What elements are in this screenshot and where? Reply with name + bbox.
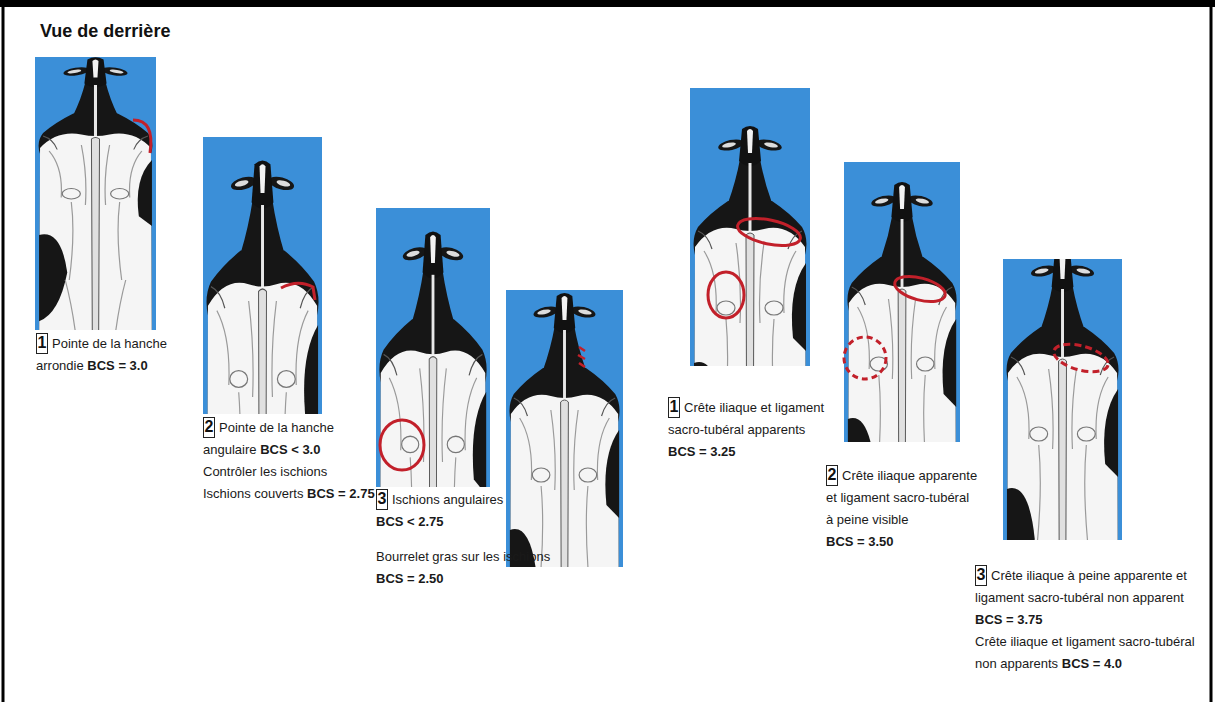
caption-line: Ischions couverts BCS = 2.75 — [203, 483, 378, 505]
step-number-box: 3 — [975, 565, 987, 586]
red-markings — [133, 120, 1111, 470]
caption-line: Contrôler les ischions — [203, 461, 378, 483]
step-number-box: 3 — [376, 489, 388, 510]
frame-side — [3, 0, 1211, 702]
caption-text: Ischions angulaires — [392, 492, 503, 507]
cow-rear-view — [847, 182, 956, 442]
hip-marking — [133, 120, 151, 153]
step-number-box: 2 — [203, 417, 215, 438]
caption-block: 3Crête iliaque à peine apparente et liga… — [975, 565, 1210, 675]
caption-text: Bourrelet gras sur les ischions — [376, 549, 550, 564]
caption-text: Crête iliaque et ligament sacro-tubéral … — [668, 400, 824, 437]
pin-marking — [380, 420, 424, 470]
cow-panel — [203, 137, 322, 414]
bcs-value: BCS = 3.50 — [826, 534, 894, 549]
caption-text: Crête iliaque apparente et ligament sacr… — [826, 468, 977, 527]
cow-panel — [35, 57, 156, 330]
caption-line: Crête iliaque apparente et ligament sacr… — [826, 465, 979, 553]
caption-line: Bourrelet gras sur les ischions — [376, 546, 561, 568]
bcs-value: BCS < 3.0 — [260, 442, 320, 457]
caption-line: Pointe de la hanche arrondie BCS = 3.0 — [36, 333, 181, 377]
caption-text: Ischions couverts — [203, 486, 303, 501]
bcs-value: BCS = 3.75 — [975, 612, 1043, 627]
cow-panel — [376, 208, 490, 487]
cow-rear-view — [1007, 259, 1119, 540]
bcs-value: BCS = 3.0 — [87, 358, 147, 373]
caption-block: 2Pointe de la hanche angulaire BCS < 3.0… — [203, 417, 378, 505]
step-number: 2 — [828, 466, 837, 483]
cow-rear-view — [207, 161, 319, 414]
cow-rear-view — [509, 293, 619, 567]
step-number-box: 1 — [36, 333, 48, 354]
cow-rear-view — [39, 57, 153, 330]
crest-marking — [735, 214, 803, 251]
step-number: 1 — [38, 334, 47, 351]
caption-text: Contrôler les ischions — [203, 464, 327, 479]
cow-panel — [506, 290, 623, 567]
step-number: 3 — [977, 566, 986, 583]
bcs-value: BCS < 2.75 — [376, 514, 444, 529]
cow-panel — [844, 162, 960, 442]
step-number: 3 — [378, 490, 387, 507]
step-number-box: 2 — [826, 465, 838, 486]
bcs-value: BCS = 2.50 — [376, 571, 444, 586]
cow-rear-view — [694, 126, 807, 366]
caption-block: 1Crête iliaque et ligament sacro-tubéral… — [668, 397, 838, 463]
caption-line: Crête iliaque à peine apparente et ligam… — [975, 565, 1210, 631]
caption-line: Ischions angulaires BCS < 2.75 — [376, 489, 561, 533]
step-number: 2 — [205, 418, 214, 435]
bcs-value: BCS = 2.75 — [307, 486, 375, 501]
page-title: Vue de derrière — [40, 20, 170, 42]
hip-marking — [281, 283, 315, 300]
rib-marking — [578, 347, 585, 367]
caption-block: 1Pointe de la hanche arrondie BCS = 3.0 — [36, 333, 181, 377]
caption-block: 2Crête iliaque apparente et ligament sac… — [826, 465, 979, 553]
caption-line: Crête iliaque et ligament sacro-tubéral … — [975, 631, 1210, 675]
caption-line: BCS = 2.50 — [376, 568, 561, 590]
cow-panel — [1003, 259, 1122, 540]
crest-marking — [892, 272, 948, 307]
caption-text: Crête iliaque à peine apparente et ligam… — [975, 568, 1187, 605]
crest-marking — [1051, 339, 1111, 377]
step-number: 1 — [670, 398, 679, 415]
ligament-marking — [844, 337, 886, 379]
ligament-marking — [708, 272, 744, 318]
bcs-value: BCS = 3.25 — [668, 444, 736, 459]
cow-panel — [690, 88, 810, 366]
caption-line: Pointe de la hanche angulaire BCS < 3.0 — [203, 417, 378, 461]
step-number-box: 1 — [668, 397, 680, 418]
caption-block: 3Ischions angulaires BCS < 2.75Bourrelet… — [376, 489, 561, 590]
frame-top — [0, 0, 1215, 7]
cow-rear-view — [379, 232, 486, 487]
caption-line: Crête iliaque et ligament sacro-tubéral … — [668, 397, 838, 463]
bcs-value: BCS = 4.0 — [1062, 656, 1122, 671]
